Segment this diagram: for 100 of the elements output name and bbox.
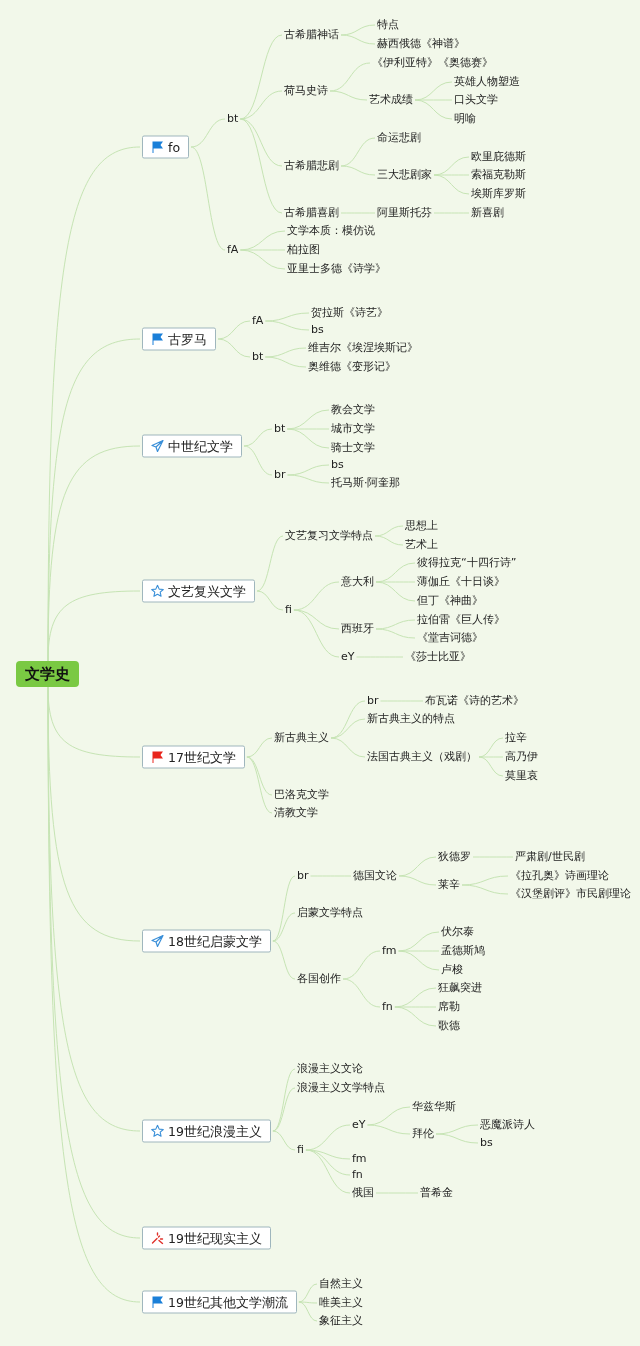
connector-line xyxy=(435,1133,479,1144)
topic-box xyxy=(142,434,242,458)
connector-line xyxy=(243,428,273,447)
topic-label: 阿里斯托芬 xyxy=(377,206,432,220)
topic-text: 文艺复兴文学 xyxy=(168,583,246,599)
topic-label: 新古典主义 xyxy=(274,731,329,745)
topic-label: fi xyxy=(285,603,292,617)
topic-label: 托马斯·阿奎那 xyxy=(331,476,401,490)
connector-line xyxy=(246,737,273,758)
topic-label: 高乃伊 xyxy=(505,750,538,764)
topic-label: bs xyxy=(331,458,344,472)
topic-label: 伏尔泰 xyxy=(441,925,474,939)
connector-line xyxy=(305,1149,351,1176)
topic-label: 欧里庇德斯 xyxy=(471,150,526,164)
topic-label: 俄国 xyxy=(352,1186,374,1200)
topic-label: 启蒙文学特点 xyxy=(297,906,363,920)
connector-line xyxy=(374,525,404,537)
topic-label: 文艺复习文学特点 xyxy=(285,529,373,543)
topic-label: 柏拉图 xyxy=(287,243,320,257)
topic-label: bt xyxy=(227,112,239,126)
connector-line xyxy=(329,90,368,101)
connector-line xyxy=(330,718,366,739)
topic-label: 维吉尔《埃涅埃斯记》 xyxy=(308,341,418,355)
topic-label: 唯美主义 xyxy=(319,1296,363,1310)
topic-label: fi xyxy=(297,1143,304,1157)
topic-label: 索福克勒斯 xyxy=(471,168,526,182)
topic-label: 《拉孔奥》诗画理论 xyxy=(510,869,609,883)
topic-label: br xyxy=(297,869,309,883)
topic-label: fn xyxy=(352,1168,363,1182)
connector-line xyxy=(217,320,251,340)
topic-label: 各国创作 xyxy=(297,972,341,986)
connector-line xyxy=(342,978,381,1008)
topic-label: 西班牙 xyxy=(341,622,374,636)
topic-label: 艺术上 xyxy=(405,538,438,552)
topic-text: 19世纪现实主义 xyxy=(168,1230,262,1246)
connector-line xyxy=(239,118,283,214)
connector-line xyxy=(375,581,416,602)
topic-label: 但丁《神曲》 xyxy=(417,594,483,608)
topic-label: 《伊利亚特》《奥德赛》 xyxy=(372,56,493,70)
topic-text: 19世纪其他文学潮流 xyxy=(168,1294,288,1310)
connector-line xyxy=(190,146,226,251)
topic-label: 恶魔派诗人 xyxy=(480,1118,535,1132)
connector-line xyxy=(264,320,310,331)
topic-label: 赫西俄德《神谱》 xyxy=(377,37,465,51)
topic-label: 浪漫主义文论 xyxy=(297,1062,363,1076)
connector-line xyxy=(305,1149,351,1194)
connector-line xyxy=(340,34,376,45)
topic-label: 《莎士比亚》 xyxy=(405,650,471,664)
connector-line xyxy=(47,590,141,662)
connector-line xyxy=(478,756,504,777)
connector-line xyxy=(293,609,340,630)
topic-label: 新古典主义的特点 xyxy=(367,712,455,726)
connector-line xyxy=(433,174,470,195)
connector-line xyxy=(246,756,273,814)
topic-text: 17世纪文学 xyxy=(168,749,236,765)
connector-line xyxy=(256,535,284,592)
connector-line xyxy=(340,137,376,167)
topic-box xyxy=(142,929,271,953)
topic-label: 拉辛 xyxy=(505,731,527,745)
topic-label: 华兹华斯 xyxy=(412,1100,456,1114)
topic-box xyxy=(142,579,255,603)
connector-line xyxy=(461,884,509,895)
connector-line xyxy=(272,912,296,942)
topic-label: 意大利 xyxy=(341,575,374,589)
topic-label: 新喜剧 xyxy=(471,206,504,220)
topic-label: fm xyxy=(352,1152,367,1166)
topic-label: eY xyxy=(352,1118,366,1132)
connector-line xyxy=(340,24,376,36)
topic-label: 埃斯库罗斯 xyxy=(471,187,526,201)
topic-label: 法国古典主义（戏剧） xyxy=(367,750,477,764)
topic-label: 文学本质：模仿说 xyxy=(287,224,375,238)
topic-label: bt xyxy=(252,350,264,364)
connector-line xyxy=(367,1124,411,1135)
topic-label: 艺术成绩 xyxy=(369,93,413,107)
topic-label: 贺拉斯《诗艺》 xyxy=(311,306,388,320)
connector-line xyxy=(305,1149,351,1160)
topic-label: 布瓦诺《诗的艺术》 xyxy=(425,694,524,708)
topic-label: 歌德 xyxy=(438,1019,460,1033)
connector-line xyxy=(272,1130,296,1151)
topic-label: 象征主义 xyxy=(319,1314,363,1328)
topic-box xyxy=(142,1290,297,1314)
connector-line xyxy=(375,628,416,639)
topic-label: 自然主义 xyxy=(319,1277,363,1291)
connector-line xyxy=(342,950,381,980)
topic-label: 彼得拉克“十四行诗” xyxy=(417,556,517,570)
topic-text: 19世纪浪漫主义 xyxy=(168,1123,262,1139)
topic-label: 英雄人物塑造 xyxy=(454,75,520,89)
topic-label: 荷马史诗 xyxy=(284,84,328,98)
topic-label: bs xyxy=(311,323,324,337)
connector-line xyxy=(298,1301,318,1304)
connector-line xyxy=(374,535,404,546)
topic-label: 普希金 xyxy=(420,1186,453,1200)
topic-label: 席勒 xyxy=(438,1000,460,1014)
topic-label: 骑士文学 xyxy=(331,441,375,455)
connector-line xyxy=(272,875,296,942)
connector-line xyxy=(239,90,283,120)
connector-line xyxy=(330,737,366,758)
connector-line xyxy=(398,950,440,971)
topic-label: 严肃剧/世民剧 xyxy=(515,850,585,864)
topic-box xyxy=(142,1226,271,1250)
